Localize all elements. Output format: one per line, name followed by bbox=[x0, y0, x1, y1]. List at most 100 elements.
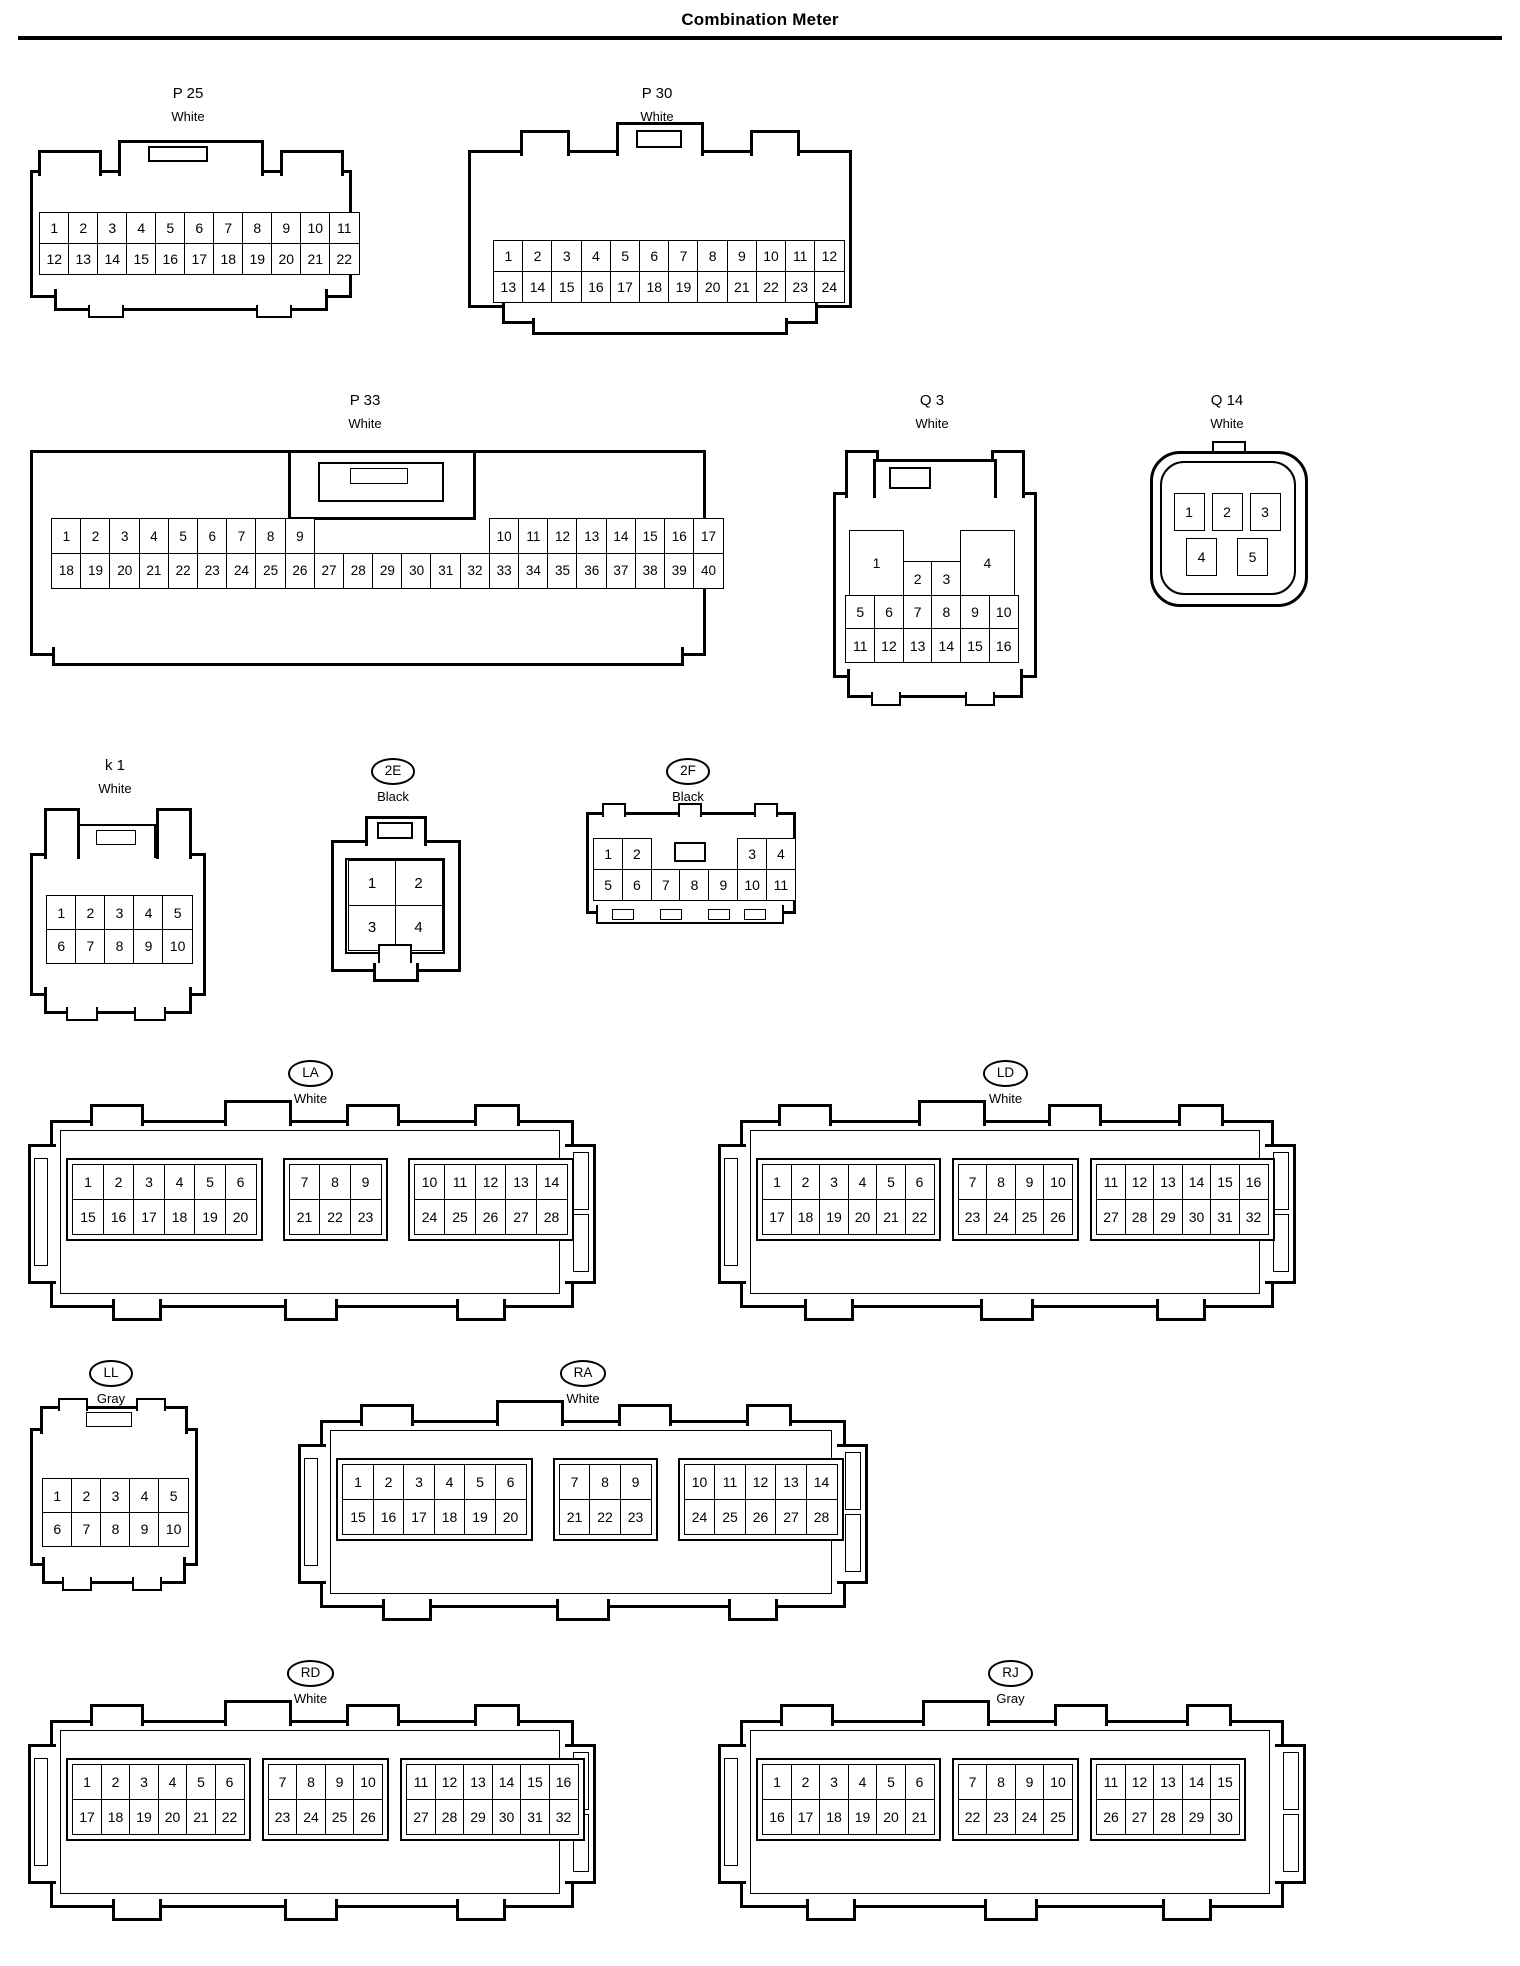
top-tab-right bbox=[136, 1398, 166, 1411]
pin-cell-17: 17 bbox=[403, 1498, 435, 1535]
mount-tab-2 bbox=[678, 803, 702, 817]
pin-cell-28: 28 bbox=[535, 1198, 568, 1235]
title-rule bbox=[18, 36, 1502, 40]
pin-cell-20: 20 bbox=[876, 1798, 906, 1835]
mount-tab-3 bbox=[1048, 1104, 1102, 1126]
pin-cell-13: 13 bbox=[493, 270, 524, 303]
pin-cell-9: 9 bbox=[271, 212, 302, 244]
pin-cell-1: 1 bbox=[72, 1164, 104, 1200]
bottom-skirt bbox=[42, 1557, 186, 1584]
pin-cell-17: 17 bbox=[133, 1198, 165, 1235]
pin-cell-3: 3 bbox=[819, 1764, 849, 1800]
pin-cell-1: 1 bbox=[39, 212, 70, 244]
bottom-tab-3 bbox=[728, 1599, 778, 1621]
connector-la-label: LA White bbox=[28, 1060, 593, 1105]
pin-cell-21: 21 bbox=[726, 270, 758, 303]
pin-cell-12: 12 bbox=[474, 1164, 507, 1200]
mount-tab-3 bbox=[1054, 1704, 1108, 1726]
latch bbox=[616, 122, 704, 156]
bottom-strip bbox=[596, 905, 784, 924]
pin-cell-12: 12 bbox=[744, 1464, 777, 1500]
pin-cell-12: 12 bbox=[39, 242, 70, 275]
pin-cell-18: 18 bbox=[433, 1498, 466, 1535]
pin-cell-3: 3 bbox=[736, 838, 768, 870]
pin-cell-11: 11 bbox=[1096, 1164, 1126, 1200]
pin-cell-5: 5 bbox=[464, 1464, 496, 1500]
pin-cell-32: 32 bbox=[459, 552, 491, 589]
pin-cell-10: 10 bbox=[353, 1764, 383, 1800]
pin-cell-16: 16 bbox=[988, 628, 1019, 663]
pin-cell-4: 4 bbox=[847, 1164, 878, 1200]
pin-cell-12: 12 bbox=[814, 240, 845, 272]
pin-cell-15: 15 bbox=[520, 1764, 550, 1800]
pin-cell-9: 9 bbox=[619, 1464, 652, 1500]
pin-cell-28: 28 bbox=[1153, 1798, 1183, 1835]
pin-cell-10: 10 bbox=[683, 1464, 716, 1500]
connector-color: White bbox=[988, 1090, 1023, 1106]
pin-cell-39: 39 bbox=[663, 552, 695, 589]
pin-cell-6: 6 bbox=[196, 518, 228, 554]
pin-cell-6: 6 bbox=[873, 594, 905, 630]
mount-tab-1 bbox=[90, 1704, 144, 1726]
pin-cell-12: 12 bbox=[434, 1764, 465, 1800]
pin-cell-29: 29 bbox=[372, 552, 403, 589]
pin-cell-7: 7 bbox=[71, 1511, 102, 1547]
pin-cell-24: 24 bbox=[413, 1198, 446, 1235]
pin-cell-32: 32 bbox=[1238, 1198, 1269, 1235]
end-cap-right-slot-1 bbox=[1273, 1152, 1289, 1210]
connector-color: White bbox=[98, 781, 132, 796]
bottom-tab-2 bbox=[984, 1899, 1038, 1921]
pin-cell-10: 10 bbox=[988, 594, 1019, 630]
pin-cell-22: 22 bbox=[589, 1498, 621, 1535]
pin-cell-38: 38 bbox=[634, 552, 666, 589]
pin-cell-13: 13 bbox=[68, 242, 99, 275]
connector-2e-label: 2E Black bbox=[321, 758, 465, 803]
pin-cell-17: 17 bbox=[790, 1798, 821, 1835]
mount-foot-right bbox=[132, 1577, 162, 1591]
pin-cell-7: 7 bbox=[75, 928, 106, 964]
connector-code: 2F bbox=[666, 758, 710, 785]
pin-cell-2: 2 bbox=[100, 1764, 131, 1800]
pin-cell-28: 28 bbox=[805, 1498, 838, 1535]
pin-cell-29: 29 bbox=[463, 1798, 493, 1835]
end-cap-left-slot bbox=[34, 1758, 48, 1866]
pin-cell-3: 3 bbox=[819, 1164, 849, 1200]
pin-cell-17: 17 bbox=[762, 1198, 792, 1235]
mount-tab-1 bbox=[90, 1104, 144, 1126]
pin-cell-18: 18 bbox=[638, 270, 670, 303]
pin-cell-13: 13 bbox=[775, 1464, 807, 1500]
pin-cell-5: 5 bbox=[845, 594, 876, 630]
end-cap-left-slot bbox=[34, 1158, 48, 1266]
mount-tab-4 bbox=[1178, 1104, 1224, 1126]
pin-cell-16: 16 bbox=[580, 270, 612, 303]
pin-cell-11: 11 bbox=[406, 1764, 436, 1800]
pin-cell-8: 8 bbox=[589, 1464, 621, 1500]
pin-cell-31: 31 bbox=[520, 1798, 550, 1835]
connector-ra-label: RA White bbox=[298, 1360, 868, 1405]
pin-cell-11: 11 bbox=[329, 212, 360, 244]
pin-cell-8: 8 bbox=[319, 1164, 351, 1200]
page-title: Combination Meter bbox=[681, 10, 839, 29]
pin-cell-20: 20 bbox=[847, 1198, 878, 1235]
pin-cell-24: 24 bbox=[986, 1198, 1016, 1235]
connector-color: White bbox=[293, 1690, 328, 1706]
mount-foot-left bbox=[88, 305, 124, 318]
pin-cell-11: 11 bbox=[518, 518, 549, 554]
pin-cell-22: 22 bbox=[214, 1798, 245, 1835]
pin-cell-10: 10 bbox=[162, 928, 193, 964]
pin-cell-21: 21 bbox=[904, 1798, 935, 1835]
pin-cell-5: 5 bbox=[167, 518, 199, 554]
